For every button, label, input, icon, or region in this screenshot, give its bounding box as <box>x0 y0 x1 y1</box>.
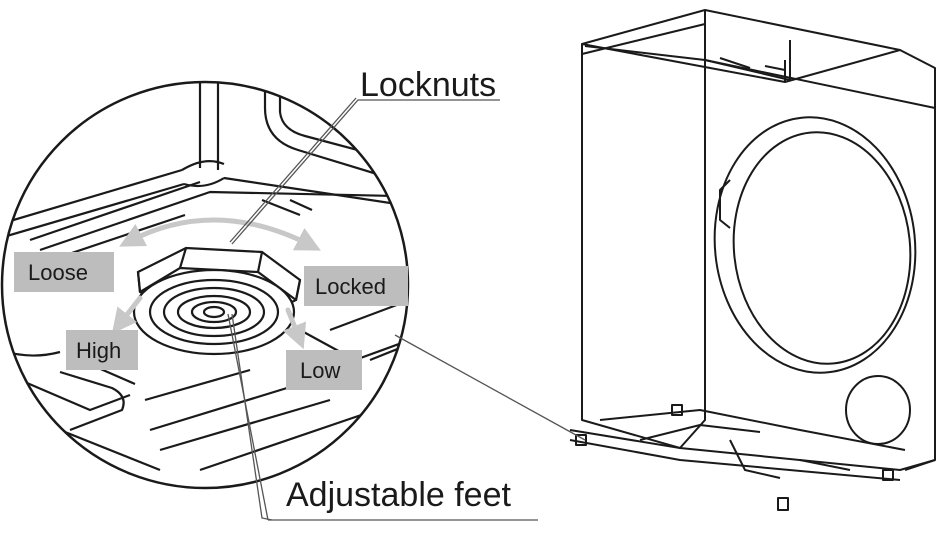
tag-loose: Loose <box>14 252 114 292</box>
magnifier-connector <box>394 334 586 441</box>
high-arrow <box>111 295 143 334</box>
direction-arrows <box>111 217 321 350</box>
feet-leader-double <box>227 313 269 521</box>
tag-loose-label: Loose <box>28 260 88 285</box>
feet-leader <box>231 313 273 521</box>
tag-low: Low <box>286 350 362 390</box>
tag-high-label: High <box>76 338 121 363</box>
leader-lines <box>227 97 586 521</box>
locknuts-leader-double <box>229 97 357 243</box>
door-inner <box>732 131 912 365</box>
magnified-detail <box>0 80 410 490</box>
door-outline <box>713 116 917 374</box>
tag-locked: Locked <box>304 266 408 306</box>
locknuts-leader <box>231 99 500 245</box>
adjustable-foot-illustration <box>132 246 302 356</box>
adjustable-feet-label: Adjustable feet <box>286 476 511 514</box>
rotate-arrow <box>119 217 321 251</box>
locknuts-label: Locknuts <box>360 66 496 104</box>
tag-low-label: Low <box>300 358 340 383</box>
tag-locked-label: Locked <box>315 274 386 299</box>
washing-machine <box>569 9 936 511</box>
tag-high: High <box>66 330 138 370</box>
low-arrow <box>282 307 307 350</box>
filter-cap <box>845 375 911 445</box>
